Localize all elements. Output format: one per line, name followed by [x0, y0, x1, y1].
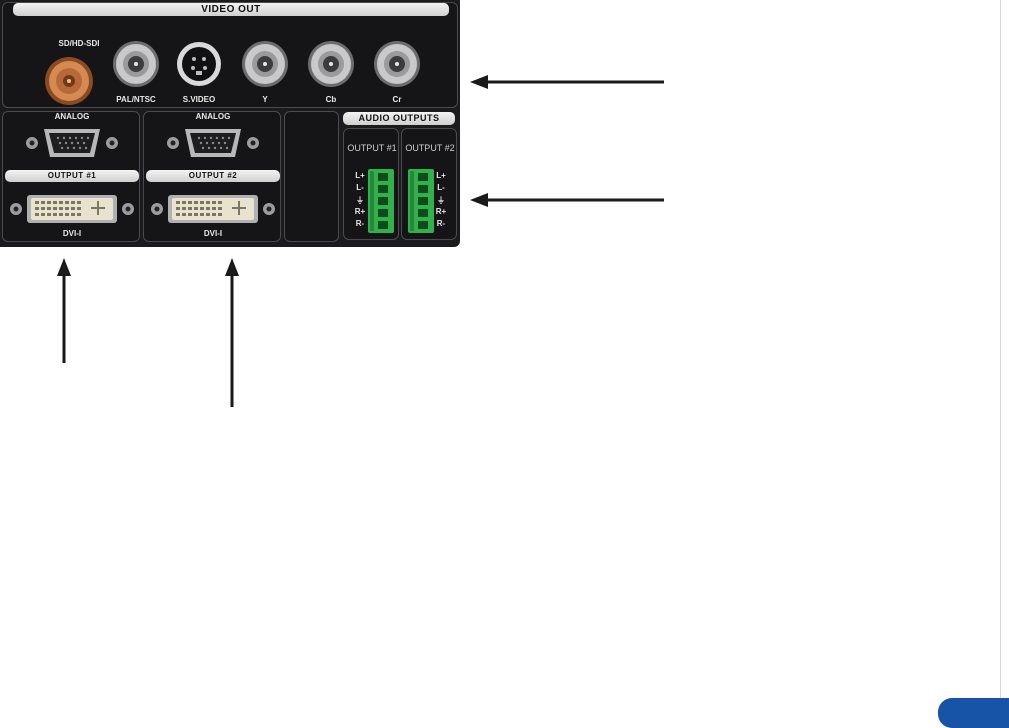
pal-ntsc-bnc-connector[interactable] — [111, 39, 161, 89]
arrow-audio-outputs — [470, 193, 664, 207]
output-2-dvi-connector[interactable] — [148, 192, 278, 226]
audio-2-terminal-block[interactable] — [408, 169, 434, 233]
page-number-badge — [938, 698, 1009, 728]
rear-panel: VIDEO OUT SD/HD-SDI PAL/NTSC — [0, 0, 460, 247]
audio-2-pin-r-plus: R+ — [435, 207, 447, 216]
video-out-title: VIDEO OUT — [13, 3, 449, 16]
audio-1-pin-r-minus: R- — [355, 219, 365, 228]
audio-2-pin-l-plus: L+ — [436, 171, 446, 180]
arrow-output-1 — [57, 258, 71, 363]
audio-1-pin-r-plus: R+ — [354, 207, 366, 216]
audio-outputs-section: AUDIO OUTPUTS OUTPUT #1 L+ L- ⏚ R+ R- — [342, 111, 458, 242]
output-2-section: ANALOG OUTPUT #2 — [143, 111, 281, 242]
audio-1-pin-ground: ⏚ — [356, 196, 364, 205]
output-1-analog-label: ANALOG — [54, 112, 90, 121]
output-2-analog-label: ANALOG — [195, 112, 231, 121]
audio-1-terminal-block[interactable] — [368, 169, 394, 233]
cr-label: Cr — [392, 95, 402, 104]
output-1-section: ANALOG OUTPUT #1 — [2, 111, 140, 242]
arrow-output-2 — [225, 258, 239, 407]
audio-output-1-label: OUTPUT #1 — [347, 143, 397, 153]
y-bnc-connector[interactable] — [240, 39, 290, 89]
video-out-section: VIDEO OUT SD/HD-SDI PAL/NTSC — [2, 2, 458, 108]
cb-bnc-connector[interactable] — [306, 39, 356, 89]
output-1-vga-connector[interactable] — [22, 123, 122, 163]
s-video-connector[interactable] — [175, 40, 223, 88]
arrow-video-out — [470, 75, 664, 89]
audio-outputs-title: AUDIO OUTPUTS — [343, 112, 455, 125]
blank-plate — [284, 111, 339, 242]
output-2-dvi-label: DVI-I — [203, 229, 223, 238]
cb-label: Cb — [325, 95, 337, 104]
audio-1-pin-l-minus: L- — [356, 183, 364, 192]
y-label: Y — [262, 95, 268, 104]
page-edge-line — [1000, 0, 1001, 728]
output-2-vga-connector[interactable] — [163, 123, 263, 163]
audio-2-pin-l-minus: L- — [437, 183, 445, 192]
audio-output-2-label: OUTPUT #2 — [405, 143, 455, 153]
output-2-header: OUTPUT #2 — [146, 170, 280, 182]
audio-1-pin-l-plus: L+ — [355, 171, 365, 180]
cr-bnc-connector[interactable] — [372, 39, 422, 89]
output-1-dvi-label: DVI-I — [62, 229, 82, 238]
audio-output-1-block: OUTPUT #1 L+ L- ⏚ R+ R- — [343, 128, 399, 240]
output-1-dvi-connector[interactable] — [7, 192, 137, 226]
output-1-header: OUTPUT #1 — [5, 170, 139, 182]
audio-output-2-block: OUTPUT #2 L+ L- ⏚ R+ R- — [401, 128, 457, 240]
audio-2-pin-r-minus: R- — [436, 219, 446, 228]
sdi-label: SD/HD-SDI — [58, 39, 100, 48]
s-video-label: S.VIDEO — [182, 95, 216, 104]
sdi-bnc-connector[interactable] — [43, 55, 95, 107]
pal-ntsc-label: PAL/NTSC — [116, 95, 156, 104]
audio-2-pin-ground: ⏚ — [437, 196, 445, 205]
